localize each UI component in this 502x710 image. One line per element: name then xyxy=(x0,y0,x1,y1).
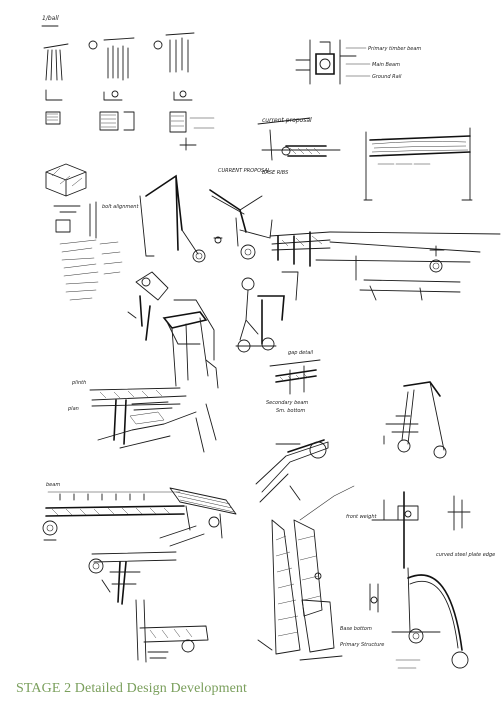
note-13: plan xyxy=(67,406,79,412)
sketch-tall-panels xyxy=(258,486,354,660)
sketch-wheel-hanger xyxy=(89,552,176,604)
sketch-deck-plank: beam xyxy=(43,482,184,540)
sketch-log-roller xyxy=(256,440,328,502)
note-4: Ground Rail xyxy=(372,74,402,80)
sketch-gap-detail: gap detail Secondary beam Sm. bottom xyxy=(266,350,320,414)
sketch-swing-frames xyxy=(140,176,284,352)
page-caption: STAGE 2 Detailed Design Development xyxy=(16,681,247,696)
note-7: BASE RIBS xyxy=(262,170,289,176)
note-15: front weight xyxy=(346,514,377,520)
note-2: Primary timber beam xyxy=(368,46,421,52)
sketch-plank-perspective xyxy=(160,488,236,546)
sketch-arc-support: front weight Base bottom Primary Structu… xyxy=(340,492,495,668)
note-17: Primary Structure xyxy=(340,642,384,648)
sketch-top-left-elevations: 1/ball xyxy=(42,15,214,150)
note-10: Secondary beam xyxy=(266,400,308,406)
sketch-top-right-section: Primary timber beam Main Beam Ground Rai… xyxy=(296,40,421,84)
sketch-cantilever-arm xyxy=(384,382,446,458)
sketch-left-block-studies: bolt alignment xyxy=(46,164,139,300)
sketch-current-proposal: current proposal CURRENT PROPOSAL BASE R… xyxy=(218,117,472,200)
note-9: gap detail xyxy=(288,350,314,356)
note-6: CURRENT PROPOSAL xyxy=(218,168,271,174)
sketch-long-beam xyxy=(270,232,500,300)
sketch-frame-chair xyxy=(128,272,218,388)
note-12: plinth xyxy=(71,380,86,386)
note-8: bolt alignment xyxy=(102,204,139,210)
sketch-plinth-section: plinth plan xyxy=(67,380,216,452)
note-11: Sm. bottom xyxy=(276,408,305,414)
note-1: 1/ball xyxy=(42,15,59,22)
sketch-clamp-detail xyxy=(136,600,208,662)
note-18: curved steel plate edge xyxy=(436,552,495,558)
note-16: Base bottom xyxy=(340,626,372,632)
note-3: Main Beam xyxy=(372,62,400,68)
note-14: beam xyxy=(46,482,60,488)
